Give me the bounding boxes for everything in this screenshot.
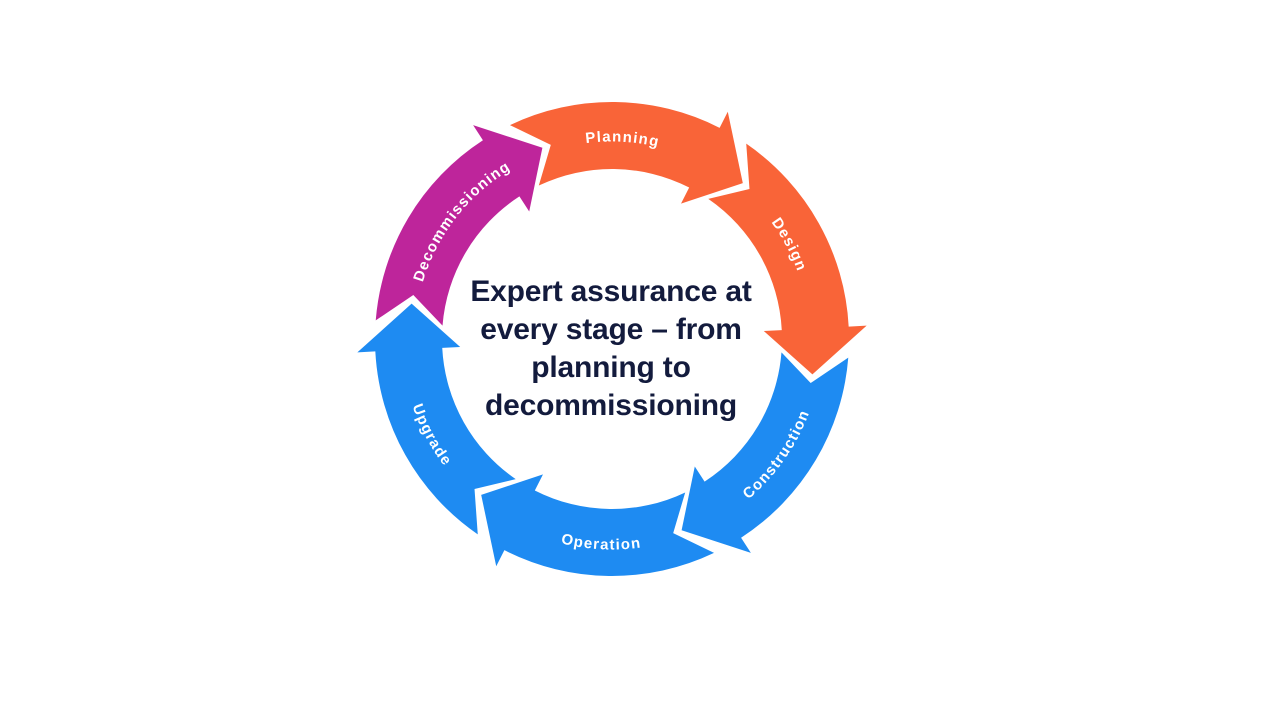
stage-arrow-upgrade	[357, 303, 516, 535]
stage-arrow-design	[708, 143, 867, 375]
center-message-line-1: Expert assurance at	[470, 275, 752, 308]
stage-arrow-planning	[509, 101, 743, 204]
center-message: Expert assurance at every stage – from p…	[441, 273, 781, 425]
center-message-line-4: decommissioning	[484, 389, 738, 422]
stage-arrow-decommissioning	[375, 125, 543, 326]
center-message-line-3: planning to	[531, 351, 691, 384]
stage-label-planning: Planning	[584, 128, 661, 150]
stage-arrow-construction	[681, 352, 849, 553]
stage-arrow-operation	[481, 474, 715, 576]
center-message-line-2: every stage – from	[480, 313, 742, 346]
